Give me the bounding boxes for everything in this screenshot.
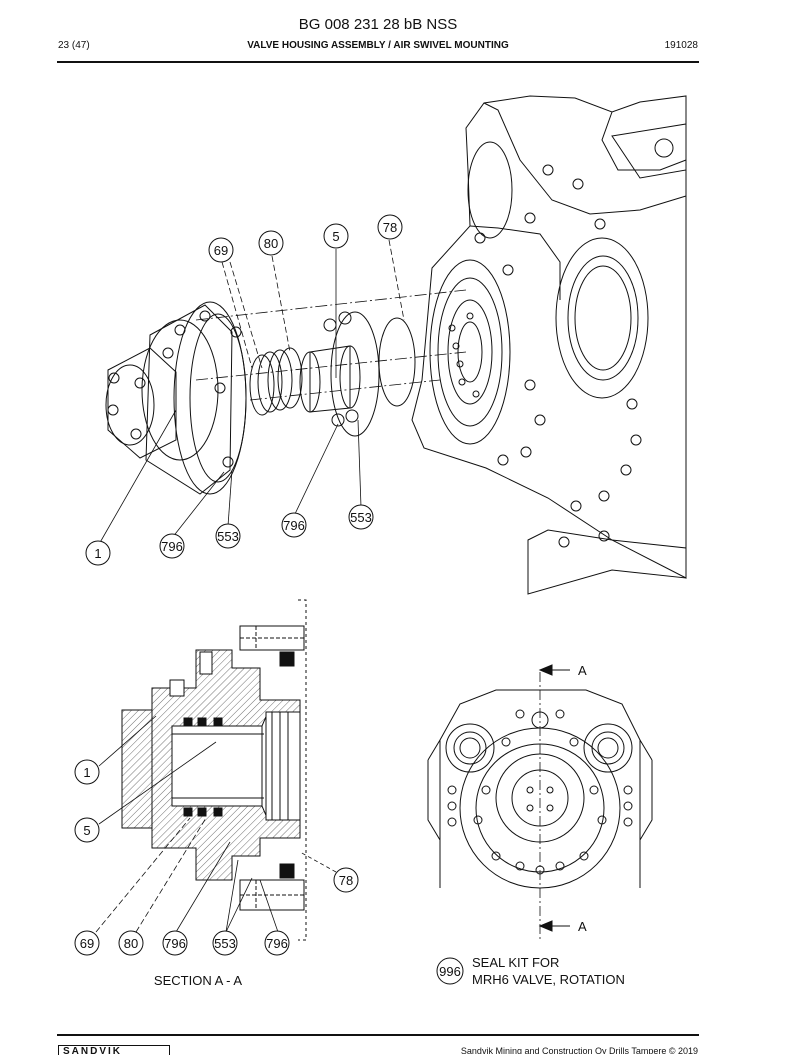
- document-number: BG 008 231 28 bB NSS: [298, 16, 458, 33]
- seal-kit-line2: MRH6 VALVE, ROTATION: [472, 972, 625, 987]
- callout-80[interactable]: 80: [258, 230, 284, 256]
- section-view-drawing: [121, 599, 307, 941]
- svg-text:796: 796: [283, 518, 305, 533]
- footer-rule: [57, 1034, 699, 1036]
- front-view-drawing: [427, 664, 653, 940]
- callout-80[interactable]: 80: [118, 930, 144, 956]
- section-caption: SECTION A - A: [154, 973, 242, 988]
- seal-rings-69-80: [249, 347, 303, 416]
- section-callouts: 1 5 78 69 80 796 553 796: [74, 759, 359, 956]
- svg-text:5: 5: [83, 823, 90, 838]
- callout-553[interactable]: 553: [212, 930, 238, 956]
- footer-copyright: Sandvik Mining and Construction Oy Drill…: [460, 1046, 698, 1054]
- svg-text:996: 996: [439, 964, 461, 979]
- svg-text:80: 80: [264, 236, 278, 251]
- date-code: 191028: [664, 40, 698, 51]
- callout-796[interactable]: 796: [264, 930, 290, 956]
- svg-text:78: 78: [383, 220, 397, 235]
- callout-1[interactable]: 1: [85, 540, 111, 566]
- svg-text:796: 796: [266, 936, 288, 951]
- valve-housing-part-1: [105, 301, 247, 495]
- svg-text:5: 5: [332, 229, 339, 244]
- header-rule: [57, 61, 699, 63]
- callout-1[interactable]: 1: [74, 759, 100, 785]
- callout-553[interactable]: 553: [348, 504, 374, 530]
- svg-text:553: 553: [214, 936, 236, 951]
- section-marker-bottom: A: [578, 919, 587, 934]
- callout-796[interactable]: 796: [162, 930, 188, 956]
- exploded-callouts: 69 80 5 78 796 553 796 553 1: [85, 214, 403, 566]
- svg-text:553: 553: [217, 529, 239, 544]
- callout-69[interactable]: 69: [208, 237, 234, 263]
- svg-text:796: 796: [161, 539, 183, 554]
- callout-5[interactable]: 5: [323, 223, 349, 249]
- svg-text:69: 69: [214, 243, 228, 258]
- svg-text:80: 80: [124, 936, 138, 951]
- seal-kit-callout[interactable]: 996: [436, 957, 464, 985]
- callout-553[interactable]: 553: [215, 523, 241, 549]
- callout-5[interactable]: 5: [74, 817, 100, 843]
- sleeve-part-5: [299, 311, 380, 437]
- o-ring-78: [378, 317, 416, 407]
- svg-text:1: 1: [83, 765, 90, 780]
- page-subtitle: VALVE HOUSING ASSEMBLY / AIR SWIVEL MOUN…: [247, 40, 509, 51]
- svg-text:1: 1: [94, 546, 101, 561]
- page-number: 23 (47): [58, 40, 90, 51]
- sandvik-logo: SANDVIK: [58, 1045, 170, 1055]
- svg-text:78: 78: [339, 873, 353, 888]
- machine-housing-drawing: [411, 95, 687, 595]
- callout-796[interactable]: 796: [159, 533, 185, 559]
- svg-text:69: 69: [80, 936, 94, 951]
- svg-text:553: 553: [350, 510, 372, 525]
- callout-78[interactable]: 78: [377, 214, 403, 240]
- svg-text:796: 796: [164, 936, 186, 951]
- section-marker-top: A: [578, 663, 587, 678]
- seal-kit-line1: SEAL KIT FOR: [472, 955, 559, 970]
- callout-69[interactable]: 69: [74, 930, 100, 956]
- callout-796[interactable]: 796: [281, 512, 307, 538]
- callout-78[interactable]: 78: [333, 867, 359, 893]
